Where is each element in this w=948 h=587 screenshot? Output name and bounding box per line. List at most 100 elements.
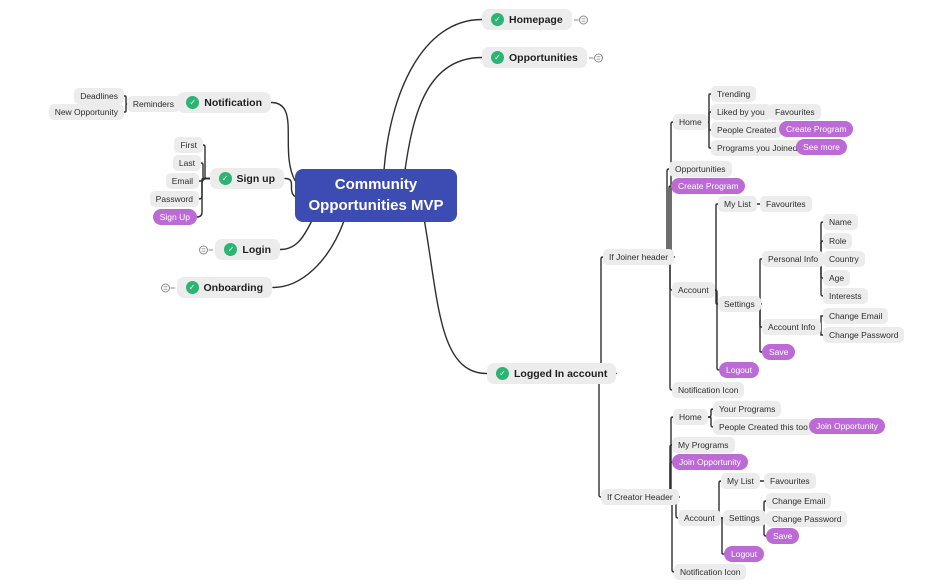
collapse-toggle-icon[interactable] bbox=[588, 53, 604, 63]
node-label: Liked by you bbox=[717, 107, 765, 117]
node-deadlines[interactable]: Deadlines bbox=[74, 88, 124, 105]
node-label: Opportunities bbox=[509, 51, 578, 64]
node-j-create-program[interactable]: Create Program bbox=[671, 178, 746, 195]
node-c-change-email[interactable]: Change Email bbox=[766, 493, 832, 510]
node-signup[interactable]: ✓ Sign up bbox=[209, 168, 284, 189]
node-j-favourites[interactable]: Favourites bbox=[769, 104, 821, 121]
check-icon: ✓ bbox=[218, 172, 232, 185]
node-c-join-opportunity2[interactable]: Join Opportunity bbox=[809, 418, 885, 435]
node-label: Login bbox=[242, 243, 271, 256]
node-label: Logout bbox=[731, 549, 757, 559]
node-reminders[interactable]: Reminders bbox=[126, 96, 180, 113]
node-last[interactable]: Last bbox=[172, 155, 201, 172]
node-label: Favourites bbox=[766, 199, 806, 209]
node-j-age[interactable]: Age bbox=[823, 270, 851, 287]
node-j-create-program2[interactable]: Create Program bbox=[779, 121, 854, 138]
collapse-toggle-icon[interactable] bbox=[160, 283, 175, 293]
node-label: Save bbox=[769, 347, 789, 357]
node-label: Interests bbox=[829, 291, 862, 301]
node-j-programs-joined[interactable]: Programs you Joined bbox=[711, 140, 804, 157]
check-icon: ✓ bbox=[491, 51, 504, 64]
node-label: Notification Icon bbox=[678, 385, 739, 395]
node-c-join-opportunity[interactable]: Join Opportunity bbox=[672, 454, 748, 471]
node-label: Change Email bbox=[772, 496, 826, 506]
node-if-creator[interactable]: If Creator Header bbox=[601, 489, 679, 506]
node-c-change-password[interactable]: Change Password bbox=[766, 511, 848, 528]
node-label: Change Password bbox=[772, 514, 842, 524]
node-j-account[interactable]: Account bbox=[672, 282, 715, 299]
node-label: My Programs bbox=[678, 440, 729, 450]
node-center[interactable]: Community Opportunities MVP bbox=[295, 169, 457, 222]
node-c-home[interactable]: Home bbox=[673, 409, 708, 426]
node-notification[interactable]: ✓Notification bbox=[177, 92, 271, 113]
node-c-your-programs[interactable]: Your Programs bbox=[713, 401, 782, 418]
node-j-people-created[interactable]: People Created bbox=[711, 122, 783, 139]
node-password[interactable]: Password bbox=[149, 191, 199, 208]
node-j-account-info[interactable]: Account Info bbox=[762, 319, 822, 336]
node-j-country[interactable]: Country bbox=[823, 251, 865, 268]
node-j-role[interactable]: Role bbox=[823, 233, 853, 250]
node-label: Settings bbox=[724, 299, 755, 309]
node-j-trending[interactable]: Trending bbox=[711, 86, 757, 103]
node-label: Home bbox=[679, 412, 702, 422]
node-label: Programs you Joined bbox=[717, 143, 798, 153]
node-j-save[interactable]: Save bbox=[762, 344, 796, 361]
node-j-favourites2[interactable]: Favourites bbox=[760, 196, 812, 213]
node-j-personal-info[interactable]: Personal Info bbox=[762, 251, 825, 268]
node-c-logout[interactable]: Logout bbox=[724, 546, 764, 563]
node-sign-up-btn[interactable]: Sign Up bbox=[152, 209, 197, 226]
node-opportunities[interactable]: ✓ Opportunities bbox=[482, 47, 603, 68]
node-j-change-password[interactable]: Change Password bbox=[823, 327, 905, 344]
node-j-change-email[interactable]: Change Email bbox=[823, 308, 889, 325]
node-logged-in[interactable]: ✓Logged In account bbox=[487, 363, 617, 384]
collapse-toggle-icon[interactable] bbox=[198, 245, 214, 255]
node-new-opportunity[interactable]: New Opportunity bbox=[48, 104, 124, 121]
node-j-my-list[interactable]: My List bbox=[718, 196, 757, 213]
node-label: Last bbox=[178, 158, 195, 168]
node-c-my-programs[interactable]: My Programs bbox=[672, 437, 735, 454]
node-email[interactable]: Email bbox=[165, 173, 199, 190]
node-label: Your Programs bbox=[719, 404, 776, 414]
node-label: My List bbox=[724, 199, 751, 209]
node-j-see-more[interactable]: See more bbox=[796, 139, 847, 156]
node-c-account[interactable]: Account bbox=[678, 510, 721, 527]
node-j-notification-icon[interactable]: Notification Icon bbox=[672, 382, 745, 399]
node-j-liked[interactable]: Liked by you bbox=[711, 104, 771, 121]
node-c-people-created-too[interactable]: People Created this too bbox=[713, 419, 814, 436]
node-onboarding[interactable]: ✓Onboarding bbox=[160, 277, 272, 298]
node-label: Change Email bbox=[829, 311, 883, 321]
node-label: Change Password bbox=[829, 330, 899, 340]
node-c-notification-icon[interactable]: Notification Icon bbox=[674, 564, 747, 581]
node-first[interactable]: First bbox=[174, 137, 203, 154]
node-homepage[interactable]: ✓Homepage bbox=[482, 9, 588, 30]
node-label: Create Program bbox=[786, 124, 847, 134]
node-label: Reminders bbox=[132, 99, 174, 109]
node-label: Home bbox=[679, 117, 702, 127]
node-label: Logout bbox=[726, 365, 752, 375]
node-login[interactable]: ✓Login bbox=[199, 239, 280, 260]
node-label: Save bbox=[773, 531, 793, 541]
node-c-settings[interactable]: Settings bbox=[723, 510, 766, 527]
check-icon: ✓ bbox=[186, 96, 200, 109]
node-label: Sign Up bbox=[159, 212, 190, 222]
collapse-toggle-icon[interactable] bbox=[573, 15, 589, 25]
node-c-favourites[interactable]: Favourites bbox=[764, 473, 816, 490]
node-j-home[interactable]: Home bbox=[673, 114, 708, 131]
node-label: Sign up bbox=[236, 172, 276, 185]
node-j-logout[interactable]: Logout bbox=[719, 362, 759, 379]
node-label: Trending bbox=[717, 89, 751, 99]
node-j-interests[interactable]: Interests bbox=[823, 288, 868, 305]
node-j-opportunities[interactable]: Opportunities bbox=[669, 161, 732, 178]
check-icon: ✓ bbox=[185, 281, 199, 294]
node-c-my-list[interactable]: My List bbox=[721, 473, 760, 490]
node-j-name[interactable]: Name bbox=[823, 214, 858, 231]
node-label: Account bbox=[678, 285, 709, 295]
node-j-settings[interactable]: Settings bbox=[718, 296, 761, 313]
node-label: If Creator Header bbox=[607, 492, 673, 502]
node-c-save[interactable]: Save bbox=[766, 528, 800, 545]
node-if-joiner[interactable]: If Joiner header bbox=[603, 249, 675, 266]
node-label: Community Opportunities MVP bbox=[308, 176, 444, 214]
node-label: Deadlines bbox=[80, 91, 118, 101]
node-label: Personal Info bbox=[768, 254, 819, 264]
